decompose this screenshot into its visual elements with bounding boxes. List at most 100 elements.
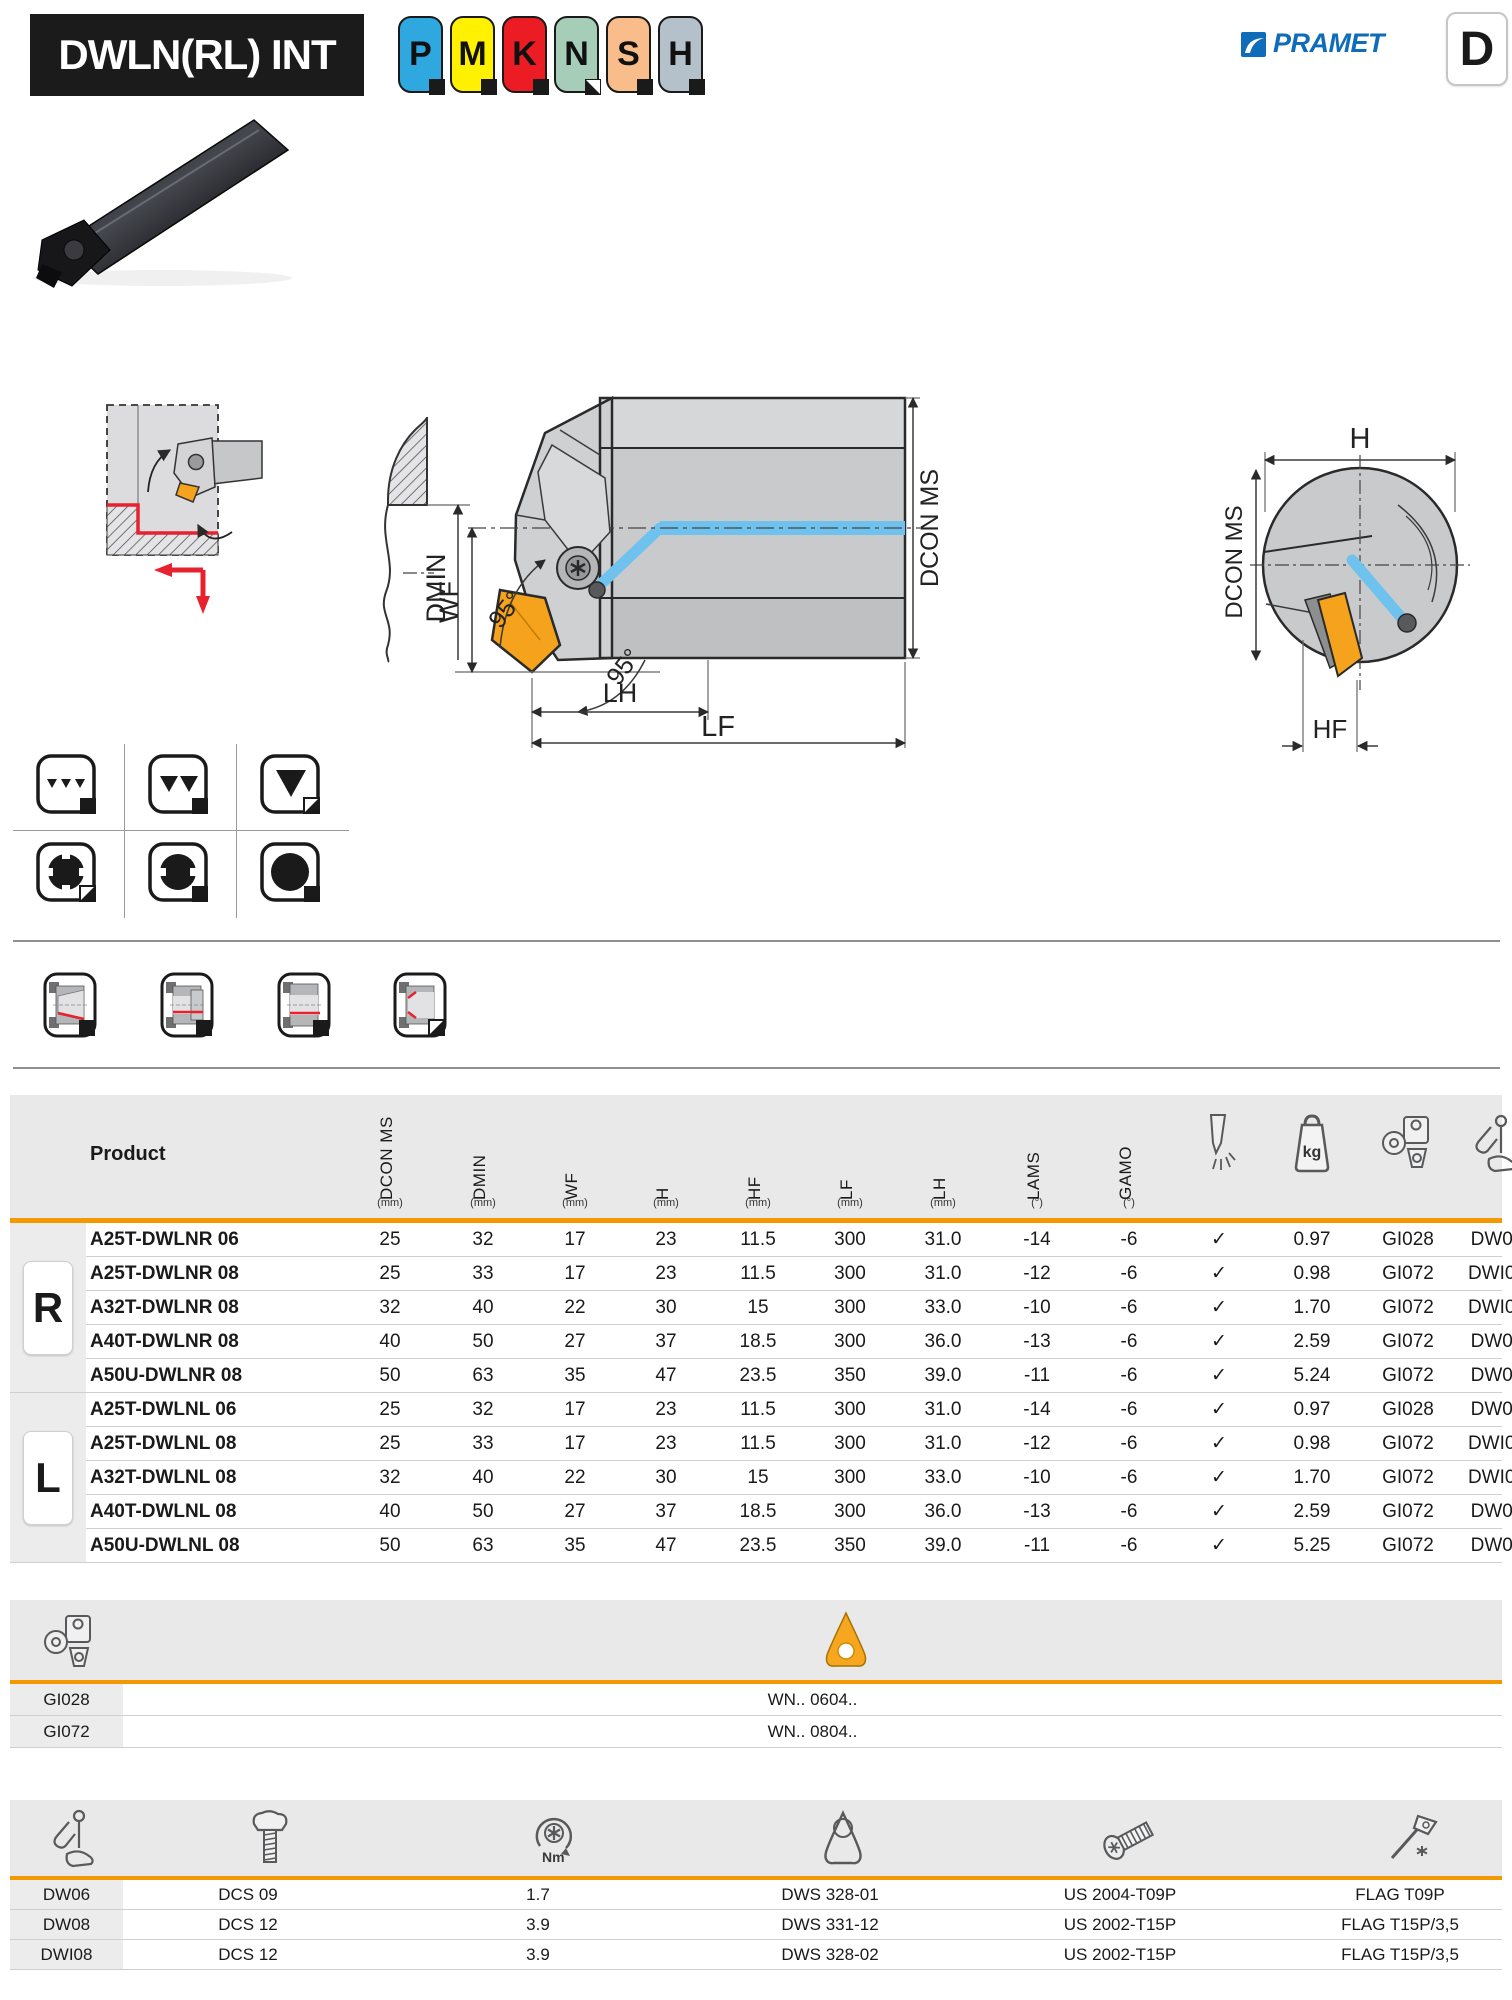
clamp-cell: DCS 12	[218, 1915, 278, 1934]
kg-label: kg	[1303, 1144, 1322, 1161]
column-unit: (mm)	[745, 1197, 771, 1209]
product-column-header: Product	[90, 1143, 166, 1165]
value-cell: 31.0	[924, 1433, 962, 1454]
iso-badge-n: N	[554, 16, 601, 95]
value-cell: 32	[472, 1399, 494, 1420]
value-cell: GI028	[1382, 1229, 1434, 1250]
value-cell: 11.5	[740, 1263, 776, 1284]
value-cell: -11	[1023, 1535, 1051, 1556]
section-letter-badge: D	[1446, 12, 1508, 86]
value-cell: 2.59	[1293, 1331, 1331, 1352]
shim-cell: DWS 328-01	[781, 1885, 879, 1904]
main-table-header: Product kg	[10, 1095, 1512, 1218]
triangles-2-icon	[147, 754, 208, 814]
iso-badge-k: K	[502, 16, 549, 95]
wn-insert-shape-icon	[825, 1611, 866, 1667]
insert-side-view	[490, 588, 562, 674]
value-cell: 350	[834, 1365, 866, 1386]
corner-square	[585, 79, 601, 95]
torque-cell: 3.9	[526, 1915, 550, 1934]
technical-drawing: DMIN	[106, 395, 1470, 752]
chamfering-icon	[393, 972, 447, 1038]
value-cell: -10	[1023, 1297, 1051, 1318]
value-cell: 32	[379, 1297, 401, 1318]
value-cell: 300	[834, 1263, 866, 1284]
value-cell: 15	[747, 1467, 769, 1488]
inserts-table-header	[10, 1600, 1502, 1684]
value-cell: -11	[1023, 1365, 1051, 1386]
column-header-hf: HF	[745, 1176, 764, 1200]
value-cell: 300	[834, 1433, 866, 1454]
value-cell: -6	[1120, 1467, 1138, 1488]
column-unit: (mm)	[653, 1197, 679, 1209]
group-label-column: R	[10, 1223, 86, 1392]
value-cell: 31.0	[924, 1263, 962, 1284]
spare-parts-icon	[1475, 1114, 1512, 1173]
iso-badge-letter: M	[458, 35, 487, 73]
iso-badge-letter: P	[409, 35, 432, 73]
value-cell: ✓	[1211, 1433, 1227, 1454]
value-cell: GI072	[1382, 1297, 1434, 1318]
value-cell: DWI08	[1467, 1297, 1512, 1318]
column-unit: (mm)	[562, 1197, 588, 1209]
value-cell: -14	[1023, 1399, 1051, 1420]
product-cell: A25T-DWLNR 06	[90, 1229, 239, 1250]
holder-id-cell: DW08	[10, 1910, 123, 1939]
value-cell: 39.0	[924, 1365, 962, 1386]
value-cell: -6	[1120, 1331, 1138, 1352]
value-cell: 25	[379, 1229, 401, 1250]
value-cell: 18.5	[739, 1501, 777, 1522]
page-title: DWLN(RL) INT	[30, 14, 364, 96]
insert-id-icon	[1382, 1116, 1429, 1168]
value-cell: -14	[1023, 1229, 1051, 1250]
screw-icon	[1103, 1821, 1155, 1860]
hand-badge-r: R	[23, 1260, 73, 1355]
value-cell: 63	[472, 1535, 494, 1556]
value-cell: 39.0	[924, 1535, 962, 1556]
dim-dcon-side: DCON MS	[916, 469, 944, 587]
value-cell: GI072	[1382, 1263, 1434, 1284]
value-cell: 27	[564, 1501, 586, 1522]
dim-h: H	[1350, 423, 1371, 455]
value-cell: 50	[379, 1365, 401, 1386]
product-cell: A25T-DWLNL 06	[90, 1399, 237, 1420]
value-cell: 0.98	[1293, 1263, 1331, 1284]
value-cell: DW08	[1470, 1331, 1512, 1352]
dim-dcon-end: DCON MS	[1221, 505, 1248, 618]
value-cell: DWI08	[1467, 1467, 1512, 1488]
column-header-lf: LF	[837, 1179, 856, 1200]
value-cell: 25	[379, 1263, 401, 1284]
group-label-column: L	[10, 1393, 86, 1562]
value-cell: DW06	[1470, 1399, 1512, 1420]
application-pictogram	[106, 404, 263, 614]
value-cell: -6	[1120, 1263, 1138, 1284]
value-cell: DW08	[1470, 1365, 1512, 1386]
value-cell: 23	[655, 1433, 677, 1454]
iso-badge-letter: H	[668, 35, 693, 73]
circle-full-icon	[260, 841, 320, 902]
column-unit: (mm)	[837, 1197, 863, 1209]
value-cell: -13	[1023, 1331, 1051, 1352]
triangle-1-icon	[260, 754, 320, 814]
value-cell: -6	[1120, 1433, 1138, 1454]
value-cell: 22	[564, 1467, 586, 1488]
value-cell: 17	[564, 1229, 586, 1250]
value-cell: -6	[1120, 1297, 1138, 1318]
value-cell: DW08	[1470, 1535, 1512, 1556]
value-cell: 11.5	[740, 1433, 776, 1454]
value-cell: 23.5	[739, 1365, 777, 1386]
brand-logo: PRAMET	[1240, 28, 1385, 59]
product-cell: A25T-DWLNL 08	[90, 1433, 237, 1454]
divider	[13, 1067, 1500, 1069]
value-cell: 11.5	[740, 1399, 776, 1420]
spare-parts-icon	[53, 1809, 94, 1868]
value-cell: 1.70	[1293, 1297, 1331, 1318]
dim-lf: LF	[701, 711, 735, 743]
